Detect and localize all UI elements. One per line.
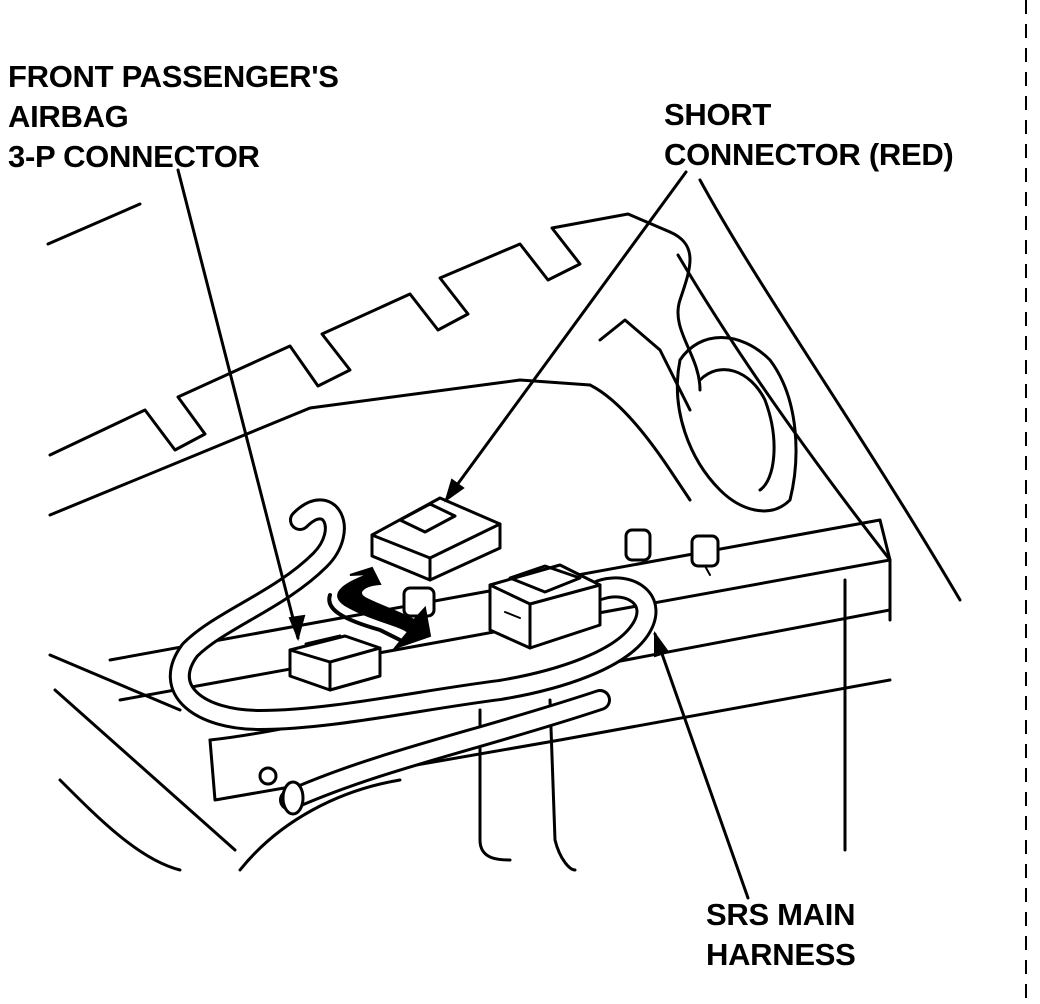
short-connector-latch (398, 502, 457, 534)
label-line: HARNESS (706, 937, 856, 972)
panel-right-curve (668, 230, 702, 392)
s-arrow-tail (327, 593, 402, 642)
label-line: SHORT (664, 97, 772, 132)
harness-connector-shape (488, 563, 602, 650)
duct-cylinder (675, 336, 798, 513)
airbag-connector-shape (288, 634, 382, 692)
bracket-tab (598, 318, 692, 412)
srs-main-harness (168, 498, 658, 816)
bolt-studs (402, 528, 720, 618)
leader-short-connector (444, 170, 688, 502)
left-rail-curve (58, 778, 182, 872)
leader-airbag-arrowhead (288, 614, 306, 642)
leader-lines (176, 168, 750, 900)
left-rail-top (48, 653, 182, 712)
label-line: CONNECTOR (RED) (664, 137, 954, 172)
harness-lower-run-inner (282, 692, 608, 808)
stud-2 (690, 534, 720, 568)
disconnect-arrow (327, 566, 432, 651)
label-line: SRS MAIN (706, 897, 856, 932)
short-connector-shape (370, 496, 502, 582)
harness-connector-latch (508, 564, 582, 594)
airbag-connector-body (288, 634, 382, 692)
label-line: AIRBAG (8, 99, 129, 134)
support-left (478, 708, 512, 862)
panel-outer-arc (698, 178, 962, 602)
harness-clip (281, 780, 305, 816)
harness-connector-body (488, 563, 602, 650)
beam-bolt-hole (258, 766, 278, 786)
panel-inner-arc (676, 253, 892, 622)
lower-arc (238, 778, 402, 872)
harness-loop-inner (171, 501, 655, 728)
s-arrow-shape (337, 566, 432, 651)
harness-connector-detail (504, 611, 521, 619)
dashboard-panel (46, 178, 962, 622)
stud-1 (624, 528, 652, 562)
leader-srs-arrowhead (654, 630, 670, 658)
bracket-edge (588, 383, 692, 502)
airbag-connector-latch (304, 634, 342, 646)
duct-bracket (588, 318, 798, 513)
stud-2-tip (704, 565, 711, 576)
support-mid (548, 698, 577, 872)
panel-slot-edge (48, 212, 672, 457)
leader-srs-harness (653, 632, 750, 900)
short-connector-body (370, 496, 502, 582)
panel-inner-edge (48, 378, 592, 517)
leader-airbag-connector (176, 168, 300, 640)
label-line: FRONT PASSENGER'S (8, 59, 339, 94)
panel-top-edge-line (46, 202, 142, 246)
duct-inner-edge (698, 368, 776, 492)
stud-3 (402, 586, 436, 618)
label-line: 3-P CONNECTOR (8, 139, 260, 174)
leader-short-arrowhead (444, 478, 465, 503)
left-rail-lower (53, 688, 237, 852)
